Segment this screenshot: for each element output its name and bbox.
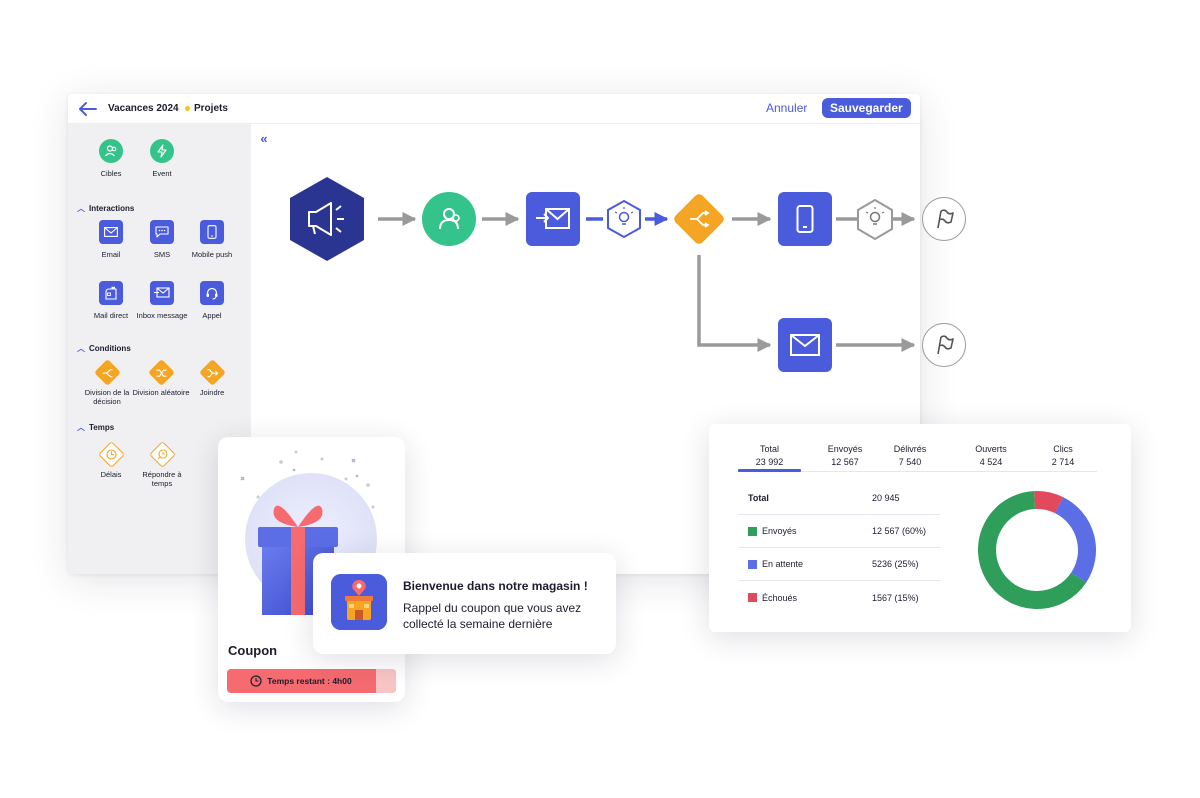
user-group-icon [439, 208, 460, 230]
store-location-icon [331, 574, 387, 630]
mailbox-icon [99, 281, 123, 305]
status-dot [185, 106, 190, 111]
reply-clock-icon [148, 441, 176, 468]
lightning-icon [150, 139, 174, 163]
join-icon [198, 359, 226, 386]
legend-swatch [748, 559, 757, 569]
flag-icon [937, 335, 954, 355]
timer-remaining-fill [375, 669, 396, 693]
legend-swatch [748, 593, 757, 602]
inbox-envelope-icon [150, 281, 174, 305]
sidebar-item-label: Event [152, 169, 172, 178]
sidebar-item-inbox-message[interactable]: Inbox message [132, 281, 192, 320]
chevron-up-icon: ︿ [77, 344, 85, 353]
flag-icon [937, 209, 954, 229]
inbox-message-node[interactable] [526, 192, 580, 246]
sidebar-item-appel[interactable]: Appel [182, 281, 242, 320]
page-title: Vacances 2024 [108, 103, 179, 114]
kpi-delivres[interactable]: Délivrés 7 540 [893, 444, 927, 467]
app-icon [331, 574, 387, 630]
sidebar-item-label: Mobile push [191, 250, 233, 259]
sidebar-item-decision-split[interactable]: Division de la décision [77, 359, 137, 406]
sidebar-item-label: SMS [153, 250, 171, 259]
sidebar-item-label: Division de la décision [84, 388, 130, 406]
back-arrow-icon[interactable] [78, 101, 98, 117]
collapse-sidebar-icon[interactable]: « [260, 131, 268, 146]
breadcrumb[interactable]: Projets [194, 103, 228, 114]
donut-slice-envoy-s[interactable] [978, 491, 1087, 609]
coupon-title: Coupon [228, 643, 278, 658]
save-button[interactable]: Sauvegarder [822, 98, 911, 118]
user-group-icon [99, 139, 123, 163]
breakdown-row-envoyes: Envoyés 12 567 (60%) [738, 515, 940, 548]
push-notification-card[interactable]: Bienvenue dans notre magasin ! Rappel du… [313, 553, 616, 654]
breakdown-row-en-attente: En attente 5236 (25%) [738, 548, 940, 581]
target-node[interactable] [422, 192, 476, 246]
cancel-button[interactable]: Annuler [766, 101, 808, 115]
section-interactions[interactable]: ︿Interactions [77, 204, 135, 213]
sidebar-item-label: Délais [100, 470, 122, 479]
clock-icon [250, 675, 262, 687]
decision-split-node[interactable] [672, 192, 726, 246]
email-node[interactable] [778, 318, 832, 372]
envelope-icon [790, 334, 820, 356]
notification-title: Bienvenue dans notre magasin ! [403, 579, 588, 593]
sidebar-item-label: Mail direct [93, 311, 129, 320]
chevron-up-icon: ︿ [77, 423, 85, 432]
split-icon [690, 210, 710, 228]
tab-divider [738, 471, 1097, 472]
sidebar-item-label: Appel [202, 311, 222, 320]
donut-slice-en-attente[interactable] [1054, 497, 1096, 583]
shuffle-icon [147, 359, 175, 386]
sidebar-item-delais[interactable]: Délais [81, 441, 141, 479]
inbox-envelope-icon [536, 208, 570, 229]
sidebar-item-event[interactable]: Event [132, 139, 192, 178]
breakdown-row-echoues: Échoués 1567 (15%) [738, 581, 940, 614]
sidebar-item-label: Inbox message [136, 311, 188, 320]
clock-icon [97, 441, 125, 468]
sidebar-item-sms[interactable]: SMS [132, 220, 192, 259]
active-tab-indicator [738, 469, 801, 472]
split-icon [93, 359, 121, 386]
sidebar-item-mail-direct[interactable]: Mail direct [81, 281, 141, 320]
sidebar-item-mobile-push[interactable]: Mobile push [182, 220, 242, 259]
kpi-clics[interactable]: Clics 2 714 [1051, 444, 1075, 467]
kpi-ouverts[interactable]: Ouverts 4 524 [975, 444, 1007, 467]
sidebar-item-cibles[interactable]: Cibles [81, 139, 141, 178]
sidebar-item-label: Joindre [199, 388, 225, 397]
kpi-envoyes[interactable]: Envoyés 12 567 [827, 444, 863, 467]
sidebar-item-email[interactable]: Email [81, 220, 141, 259]
sidebar-item-label: Email [101, 250, 121, 259]
end-node-bottom[interactable] [922, 323, 966, 367]
sidebar: Cibles Event ︿Interactions Email SMS [68, 124, 251, 574]
sidebar-item-label: Cibles [100, 169, 122, 178]
breakdown-row-total: Total 20 945 [738, 482, 940, 515]
status-donut-chart [978, 491, 1096, 609]
countdown-timer: Temps restant : 4h00 [227, 669, 396, 693]
sidebar-item-join[interactable]: Joindre [182, 359, 242, 397]
sidebar-item-random-split[interactable]: Division aléatoire [131, 359, 191, 397]
mobile-push-node[interactable] [778, 192, 832, 246]
timer-label: Temps restant : 4h00 [267, 676, 352, 686]
chevron-up-icon: ︿ [77, 204, 85, 213]
donut-slice--chou-s[interactable] [1034, 491, 1064, 514]
sidebar-item-label: Division aléatoire [132, 388, 190, 397]
section-conditions[interactable]: ︿Conditions [77, 344, 131, 353]
sidebar-item-reply-in-time[interactable]: Répondre à temps [132, 441, 192, 488]
top-bar: Vacances 2024 Projets Annuler Sauvegarde… [68, 94, 920, 124]
legend-swatch [748, 526, 757, 536]
stats-card: Total 23 992 Envoyés 12 567 Délivrés 7 5… [709, 424, 1131, 632]
envelope-icon [99, 220, 123, 244]
mobile-icon [796, 205, 814, 233]
kpi-total[interactable]: Total 23 992 [755, 444, 784, 467]
chat-icon [150, 220, 174, 244]
headset-icon [200, 281, 224, 305]
end-node-top[interactable] [922, 197, 966, 241]
mobile-icon [200, 220, 224, 244]
notification-body: Rappel du coupon que vous avez collecté … [403, 601, 582, 631]
sidebar-item-label: Répondre à temps [142, 470, 182, 488]
section-temps[interactable]: ︿Temps [77, 423, 115, 432]
